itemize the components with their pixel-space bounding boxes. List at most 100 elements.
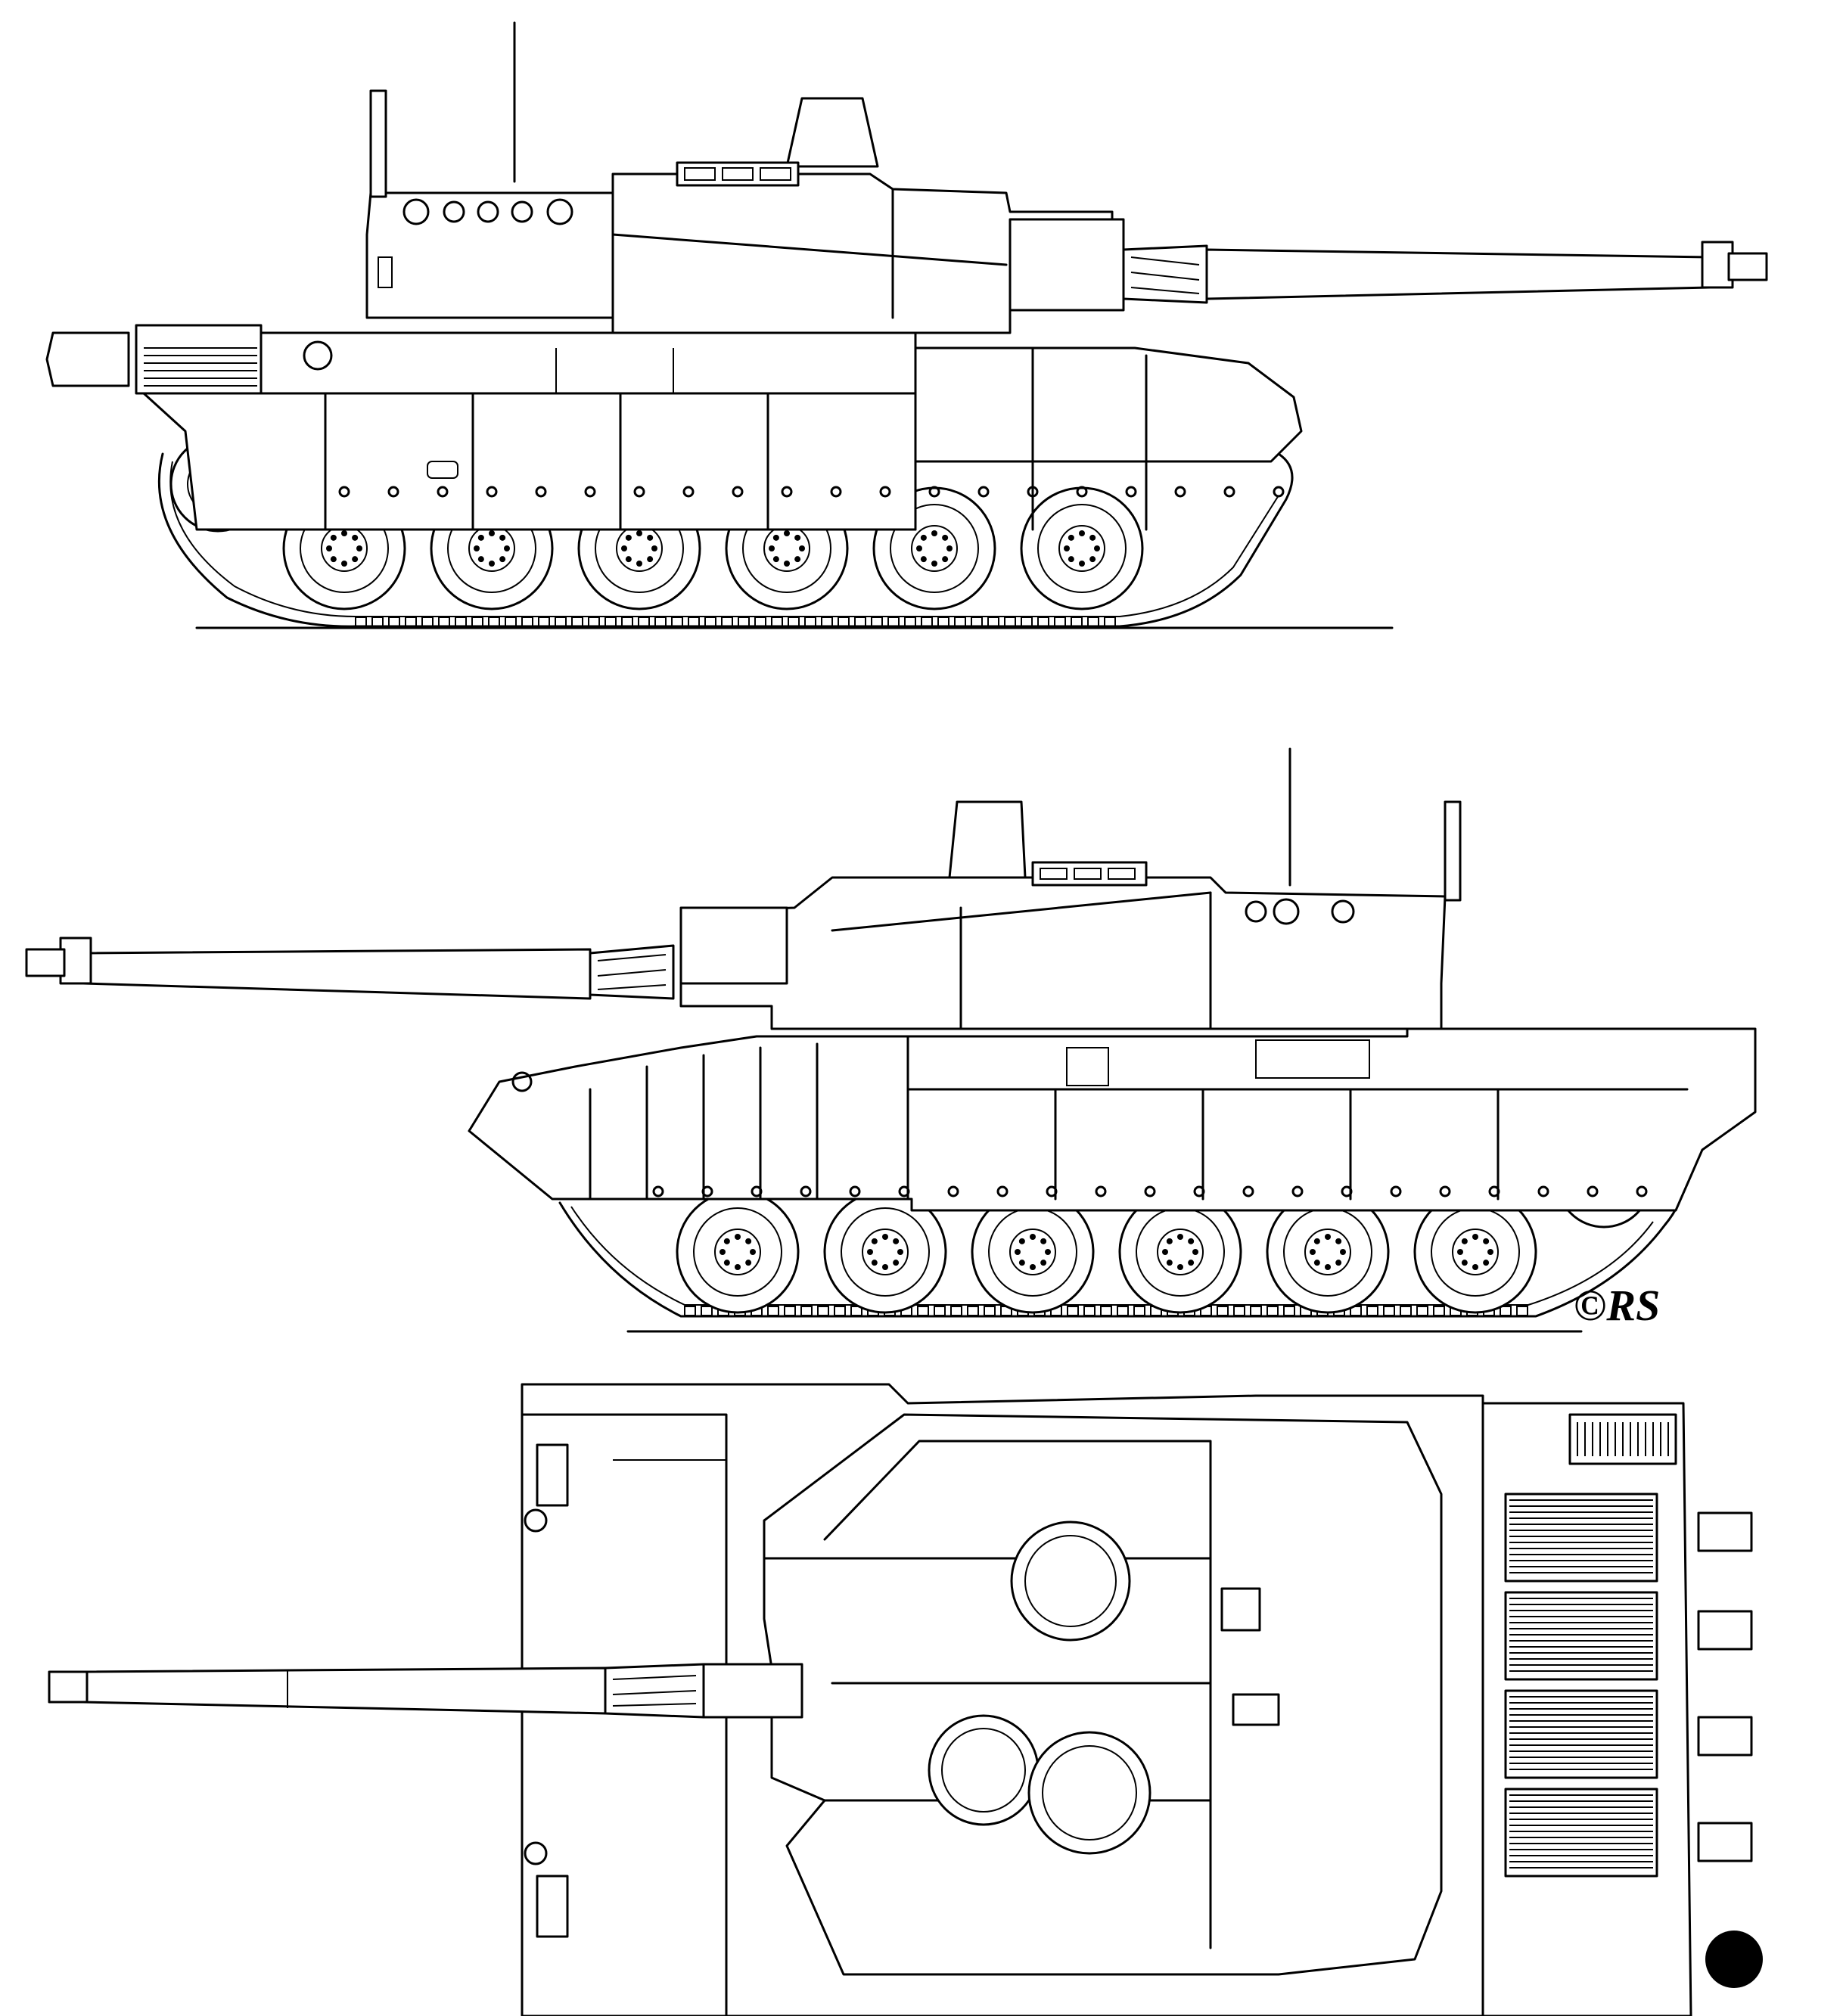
side1-track-link <box>1104 617 1116 627</box>
side1-track-link <box>921 617 933 627</box>
side1-rivet <box>1076 486 1088 498</box>
side1-wheel-bolt <box>769 545 775 551</box>
side1-wheel-bolt <box>1068 556 1074 563</box>
side1-track-link <box>738 617 750 627</box>
side1-wheel-bolt <box>489 561 495 567</box>
turret-1 <box>365 172 1114 334</box>
side1-track-link <box>721 617 733 627</box>
side1-rivet <box>437 486 449 498</box>
side1-track-link <box>388 617 400 627</box>
gunner-hatch-top <box>928 1714 1040 1826</box>
side1-wheel-bolt <box>474 545 480 551</box>
side2-track-link <box>1100 1306 1112 1316</box>
side1-wheel-bolt <box>330 556 337 563</box>
side2-wheel-bolt <box>1045 1249 1051 1255</box>
side1-wheel-bolt <box>352 534 359 541</box>
side2-track-link <box>834 1306 846 1316</box>
mast-2 <box>1444 800 1462 902</box>
side2-track-link <box>1217 1306 1229 1316</box>
road-wheels-2 <box>676 1190 1537 1314</box>
hull-1 <box>135 331 1303 531</box>
side1-track-link <box>754 617 766 627</box>
side2-track-link <box>1416 1306 1428 1316</box>
side1-wheel-bolt <box>1064 545 1070 551</box>
side1-track-link <box>954 617 966 627</box>
side2-wheel-1 <box>676 1190 800 1314</box>
hull-rivets-1 <box>338 486 1285 498</box>
side2-wheel-bolt <box>1472 1234 1478 1240</box>
side1-track-link <box>488 617 500 627</box>
side2-track-link <box>984 1306 996 1316</box>
side1-rivet <box>486 486 498 498</box>
side2-wheel-hub-5 <box>1304 1229 1351 1275</box>
side2-wheel-bolt <box>1166 1260 1173 1266</box>
side2-wheel-bolt <box>745 1238 752 1244</box>
side1-track-link <box>1021 617 1033 627</box>
side2-wheel-bolt <box>1457 1249 1463 1255</box>
side2-track-link <box>800 1306 813 1316</box>
side2-wheel-bolt <box>1030 1264 1036 1270</box>
side1-wheel-bolt <box>772 534 779 541</box>
side1-wheel-bolt <box>341 561 347 567</box>
side1-rivet <box>928 486 940 498</box>
turret-2 <box>679 876 1447 1030</box>
side2-rivet <box>1439 1185 1451 1197</box>
side-skirts-1 <box>184 346 1148 531</box>
side1-track-link <box>555 617 567 627</box>
side1-rivet <box>830 486 842 498</box>
side2-wheel-bolt <box>1472 1264 1478 1270</box>
side1-track-link <box>571 617 583 627</box>
side1-track-link <box>854 617 866 627</box>
side-skirts-2 <box>589 1035 1689 1201</box>
side1-track-link <box>904 617 916 627</box>
side1-track-link <box>1054 617 1066 627</box>
side2-track-link <box>1500 1306 1512 1316</box>
side2-track-link <box>1266 1306 1279 1316</box>
side1-rivet <box>1174 486 1186 498</box>
side2-wheel-bolt <box>1313 1260 1320 1266</box>
side2-wheel-bolt <box>1188 1238 1195 1244</box>
side1-wheel-rim-6 <box>1037 504 1127 593</box>
side1-rivet <box>1125 486 1137 498</box>
side1-wheel-rim-5 <box>890 504 979 593</box>
side2-track-link <box>1383 1306 1395 1316</box>
side2-wheel-bolt <box>1340 1249 1346 1255</box>
commander-sight-2 <box>948 800 1027 879</box>
side2-wheel-bolt <box>1177 1234 1183 1240</box>
side1-track-link <box>871 617 883 627</box>
side1-track-link <box>971 617 983 627</box>
side2-wheel-rim-2 <box>841 1207 930 1297</box>
side1-rivet <box>387 486 399 498</box>
side2-wheel-bolt <box>1483 1238 1490 1244</box>
side1-wheel-bolt <box>499 534 506 541</box>
side1-track-link <box>455 617 467 627</box>
side1-wheel-bolt <box>931 561 937 567</box>
side2-wheel-bolt <box>1040 1238 1047 1244</box>
side2-track-link <box>950 1306 962 1316</box>
side1-rivet <box>535 486 547 498</box>
side2-rivet <box>701 1185 713 1197</box>
engine-grilles-top <box>1504 1493 1658 1878</box>
side1-wheel-hub-6 <box>1058 525 1105 572</box>
side1-wheel-bolt <box>1079 561 1085 567</box>
side1-track-link <box>987 617 999 627</box>
muzzle-top <box>48 1670 89 1704</box>
side1-wheel-bolt <box>1079 530 1085 536</box>
side2-wheel-hub-1 <box>714 1229 761 1275</box>
engine-grille-1 <box>1504 1493 1658 1583</box>
commander-hatch-top <box>1010 1521 1131 1642</box>
side1-track-link <box>1071 617 1083 627</box>
side2-rivet <box>1193 1185 1205 1197</box>
side1-wheel-bolt <box>489 530 495 536</box>
side1-wheel-bolt <box>772 556 779 563</box>
side2-wheel-bolt <box>1313 1238 1320 1244</box>
side1-wheel-bolt <box>920 534 927 541</box>
side1-rivet <box>1223 486 1235 498</box>
side2-wheel-bolt <box>1335 1260 1342 1266</box>
side1-track-link <box>421 617 434 627</box>
commander-sight-1 <box>785 97 879 168</box>
side1-track-link <box>371 617 384 627</box>
side1-wheel-bolt <box>1089 556 1096 563</box>
side1-track-link <box>588 617 600 627</box>
